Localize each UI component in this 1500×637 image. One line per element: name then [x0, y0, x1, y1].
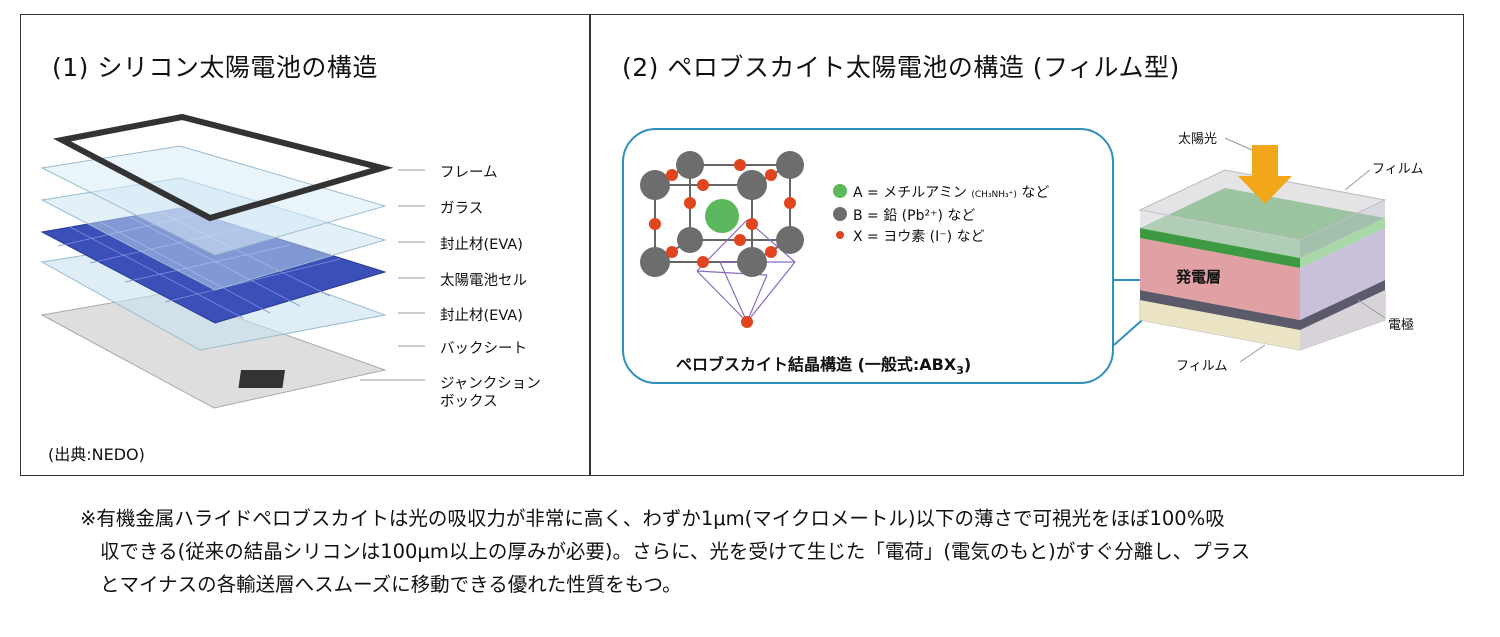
footnote-line-3: とマイナスの各輸送層へスムーズに移動できる優れた性質をもつ。: [100, 573, 682, 596]
label-generation-layer: 発電層: [1176, 268, 1222, 286]
footnote: ※有機金属ハライドペロブスカイトは光の吸収力が非常に高く、わずか1μm(マイクロ…: [80, 502, 1480, 601]
label-electrode: 電極: [1388, 318, 1415, 333]
leader-lines: [360, 169, 425, 381]
label-glass: ガラス: [440, 201, 484, 217]
label-frame: フレーム: [440, 165, 498, 181]
crystal-callout-bubble: [622, 128, 1114, 384]
x-site-spheres: [649, 159, 796, 328]
label-junction-1: ジャンクション: [440, 376, 541, 392]
figure-frame: [20, 14, 1464, 476]
junction-box: [238, 370, 285, 388]
label-backsheet: バックシート: [440, 341, 527, 357]
label-junction-2: ボックス: [440, 394, 498, 410]
label-film-bottom: フィルム: [1176, 359, 1228, 374]
legend-b-icon: [833, 207, 847, 221]
crystal-caption: ペロブスカイト結晶構造 (一般式:ABX3): [676, 355, 972, 378]
right-panel-title: (2) ペロブスカイト太陽電池の構造 (フィルム型): [622, 53, 1180, 82]
label-film-top: フィルム: [1372, 162, 1424, 177]
footnote-line-2: 収できる(従来の結晶シリコンは100μm以上の厚みが必要)。さらに、光を受けて生…: [100, 540, 1251, 563]
legend-x-icon: [836, 231, 844, 239]
legend-a-text: A = メチルアミン (CH₃NH₃⁺) など: [853, 185, 1050, 201]
aluminum-frame: [53, 113, 394, 222]
footnote-line-1: ※有機金属ハライドペロブスカイトは光の吸収力が非常に高く、わずか1μm(マイクロ…: [80, 507, 1225, 530]
b-site-spheres: [640, 151, 804, 277]
label-cell: 太陽電池セル: [440, 273, 527, 289]
left-panel-title: (1) シリコン太陽電池の構造: [52, 53, 378, 82]
layer-leader-lines: [1224, 137, 1386, 363]
panel-divider: [589, 14, 591, 476]
legend-x-text: X = ヨウ素 (I⁻) など: [853, 229, 985, 245]
layer-stack: [1138, 169, 1387, 351]
label-eva-upper: 封止材(EVA): [440, 237, 523, 253]
a-site-sphere: [705, 199, 739, 233]
label-sunlight: 太陽光: [1178, 132, 1218, 147]
legend-b-text: B = 鉛 (Pb²⁺) など: [853, 208, 976, 224]
source-credit: (出典:NEDO): [48, 445, 145, 464]
legend-a-icon: [833, 184, 847, 198]
label-eva-lower: 封止材(EVA): [440, 308, 523, 324]
sunlight-arrow: [1238, 145, 1292, 204]
